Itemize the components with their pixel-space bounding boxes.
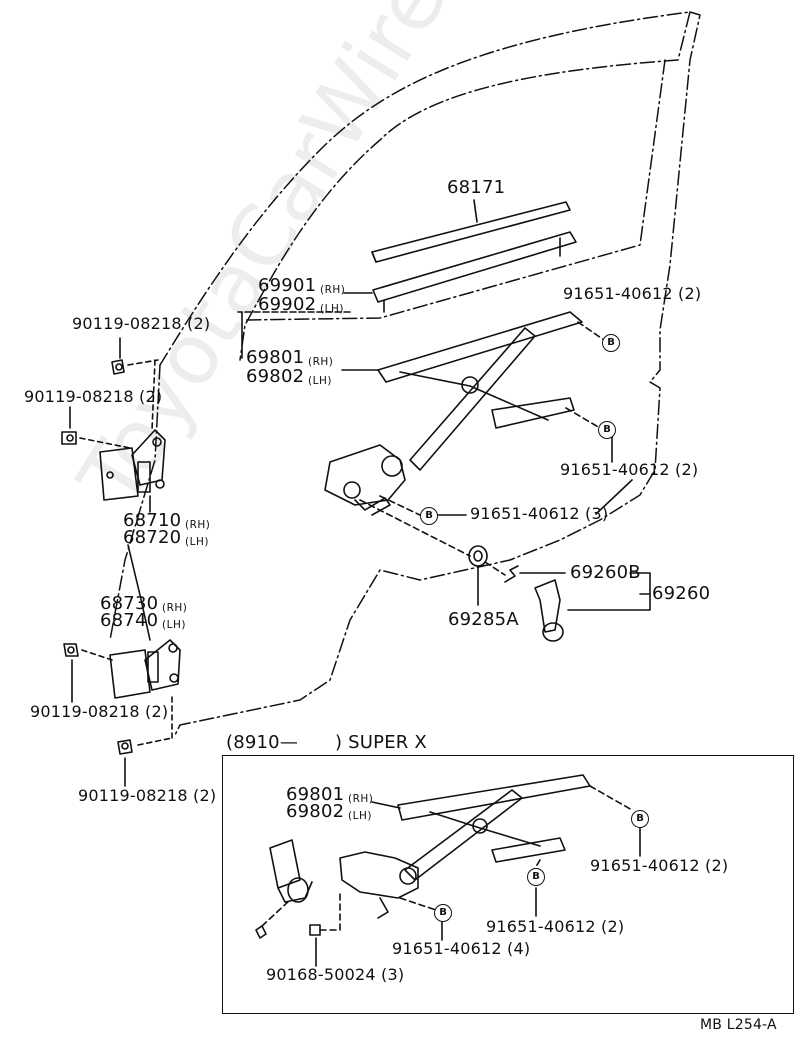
label-69802-side: (LH): [308, 375, 332, 387]
inset-label-69801-side: (RH): [348, 793, 374, 805]
label-68710: 68710: [123, 510, 182, 531]
diagram-code: MB L254-A: [700, 1017, 777, 1033]
label-69260: 69260: [652, 583, 711, 604]
label-90119-c: 90119-08218 (2): [30, 702, 169, 721]
bolt-b-symbol: B: [602, 334, 620, 352]
bolt-b-symbol: B: [598, 421, 616, 439]
inset-label-91651-mid: 91651-40612 (2): [486, 917, 625, 936]
label-68740-side: (LH): [162, 619, 186, 631]
label-68710-side: (RH): [185, 519, 211, 531]
window-handle-69260: [534, 579, 564, 642]
lower-hinge-68730: [109, 639, 181, 699]
label-68720: 68720: [123, 527, 182, 548]
bolt-b-symbol: B: [631, 810, 649, 828]
label-68720-side: (LH): [185, 536, 209, 548]
window-regulator-69801: [324, 311, 583, 516]
run-channel-68171: [371, 201, 571, 263]
washer-69285A: [468, 545, 488, 567]
label-69902-side: (LH): [320, 303, 344, 315]
inset-label-69802: 69802: [286, 801, 345, 822]
label-69902: 69902: [258, 294, 317, 315]
label-69901-side: (RH): [320, 284, 346, 296]
bolt-b-symbol: B: [434, 904, 452, 922]
bolt-b-symbol: B: [420, 507, 438, 525]
inset-label-69802-side: (LH): [348, 810, 372, 822]
label-69802: 69802: [246, 366, 305, 387]
label-91651-lower: 91651-40612 (3): [470, 504, 609, 523]
motor: [269, 839, 313, 903]
label-91651-middle: 91651-40612 (2): [560, 460, 699, 479]
bolt-b-symbol: B: [527, 868, 545, 886]
label-68740: 68740: [100, 610, 159, 631]
label-91651-upper: 91651-40612 (2): [563, 284, 702, 303]
label-69260B: 69260B: [570, 562, 641, 583]
inset-label-91651-right: 91651-40612 (2): [590, 856, 729, 875]
door-outline: [109, 11, 701, 736]
inset-label-69801: 69801: [286, 784, 345, 805]
label-69901: 69901: [258, 275, 317, 296]
inset-title-start: (8910—: [226, 732, 299, 753]
label-90119-b: 90119-08218 (2): [24, 387, 163, 406]
label-68730-side: (RH): [162, 602, 188, 614]
label-90119-a: 90119-08218 (2): [72, 314, 211, 333]
label-69801-side: (RH): [308, 356, 334, 368]
inset-label-91651-left: 91651-40612 (4): [392, 939, 531, 958]
label-68171: 68171: [447, 177, 506, 198]
run-channel-69901: [372, 231, 577, 313]
inset-label-90168: 90168-50024 (3): [266, 965, 405, 984]
inset-regulator-drawing: [255, 774, 591, 939]
inset-super-x: [222, 755, 794, 1014]
label-69285A: 69285A: [448, 609, 519, 630]
label-68730: 68730: [100, 593, 159, 614]
upper-hinge-68710: [99, 429, 166, 501]
hinge-bolts: [61, 359, 133, 755]
label-90119-d: 90119-08218 (2): [78, 786, 217, 805]
inset-title-end: ) SUPER X: [335, 732, 427, 753]
clip-69260B: [504, 565, 519, 583]
label-69801: 69801: [246, 347, 305, 368]
